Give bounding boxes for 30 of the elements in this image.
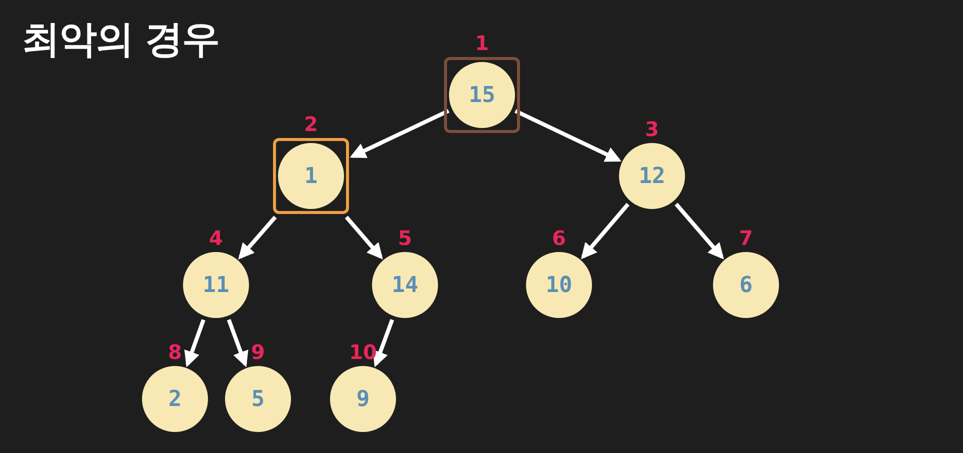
index-label: 6 bbox=[552, 226, 566, 250]
index-label: 10 bbox=[349, 340, 377, 364]
arrow bbox=[372, 319, 394, 368]
index-label: 7 bbox=[739, 226, 753, 250]
index-label: 4 bbox=[209, 226, 223, 250]
node-value: 12 bbox=[638, 164, 666, 188]
node-value: 10 bbox=[546, 272, 572, 298]
arrow bbox=[184, 319, 206, 368]
index-label: 1 bbox=[475, 31, 489, 55]
index-label: 9 bbox=[251, 340, 265, 364]
node-value: 15 bbox=[468, 82, 496, 108]
arrow bbox=[580, 202, 630, 260]
index-label: 3 bbox=[645, 117, 659, 141]
arrow bbox=[674, 202, 724, 260]
arrow bbox=[350, 109, 450, 158]
index-label: 8 bbox=[168, 340, 182, 364]
arrow bbox=[344, 216, 383, 260]
arrow bbox=[226, 319, 248, 368]
index-label: 2 bbox=[304, 112, 318, 136]
arrow bbox=[514, 109, 622, 162]
node-value: 6 bbox=[739, 272, 753, 298]
node-value: 2 bbox=[168, 386, 182, 412]
arrow bbox=[238, 216, 277, 260]
node-value: 14 bbox=[392, 272, 418, 298]
node-value: 1 bbox=[304, 164, 318, 188]
title: 최악의 경우 bbox=[22, 16, 220, 63]
node-value: 11 bbox=[202, 272, 230, 298]
node-value: 9 bbox=[356, 386, 370, 412]
node-value: 5 bbox=[251, 386, 265, 412]
index-label: 5 bbox=[398, 226, 412, 250]
